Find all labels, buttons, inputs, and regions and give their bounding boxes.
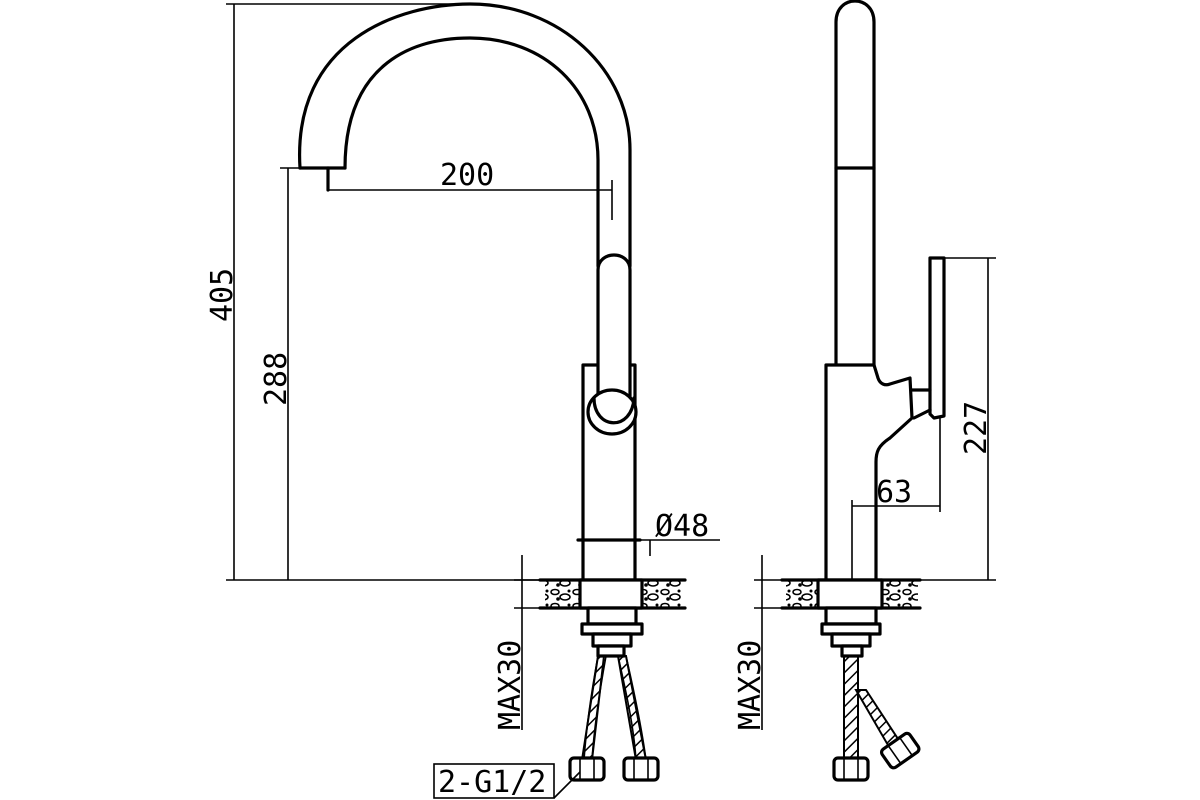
connection-label: 2-G1/2 [433,763,581,800]
dim-handle-offset: 63 [876,475,912,510]
dim-max-thickness-side: MAX30 [733,640,768,730]
dim-max-thickness-front: MAX30 [493,640,528,730]
dim-body-diameter: Ø48 [655,509,709,544]
side-handle [928,256,946,420]
front-hose-nut-right [622,756,660,782]
side-view: 227 63 MAX30 [733,0,996,782]
dim-total-height: 405 [205,268,240,322]
front-view: 405 288 200 Ø48 MAX30 2-G1/2 [205,2,720,800]
dim-spout-reach: 200 [440,158,494,193]
side-spout [834,0,876,367]
side-hose-nut-back [879,731,921,770]
dim-spout-height: 288 [259,352,294,406]
dim-handle-height: 227 [959,401,994,455]
side-countertop-left [786,580,820,608]
svg-text:2-G1/2: 2-G1/2 [438,765,546,800]
side-body [824,363,914,582]
side-hose-front [843,655,859,761]
side-countertop-right [880,580,918,608]
front-handle [596,253,632,402]
side-hose-nut-front [832,756,870,782]
